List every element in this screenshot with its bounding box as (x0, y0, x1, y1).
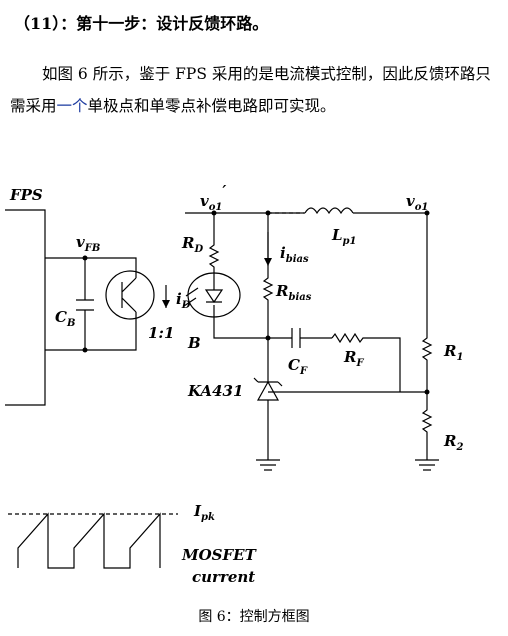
rbias-resistor (262, 213, 274, 382)
r2-label: R2 (443, 432, 463, 453)
body-paragraph: 如图 6 所示，鉴于 FPS 采用的是电流模式控制，因此反馈环路只需采用一个单极… (10, 58, 502, 122)
paragraph-text-2: 单极点和单零点补偿电路即可实现。 (87, 97, 336, 115)
fps-block (5, 209, 46, 406)
vo1-prime-label: vo1′ (200, 182, 226, 213)
rf-label: RF (343, 348, 364, 369)
ratio-label: 1:1 (148, 324, 174, 342)
paragraph-highlight: 一个 (56, 97, 88, 115)
cf-capacitor (268, 328, 332, 348)
ipk-label: Ipk (193, 502, 215, 523)
ka431-regulator (253, 377, 283, 401)
id-label: iD (176, 290, 191, 311)
mosfet-label: MOSFET (181, 546, 258, 564)
fps-label: FPS (9, 186, 43, 204)
rd-resistor (208, 213, 220, 273)
lp1-label: Lp1 (331, 226, 357, 247)
r1-label: R1 (443, 342, 463, 363)
ka431-label: KA431 (187, 382, 243, 400)
rf-resistor (331, 332, 401, 392)
figure-caption: 图 6：控制方框图 (198, 609, 310, 625)
phototransistor (105, 270, 155, 320)
sawtooth-waveform (17, 512, 161, 569)
r1-r2-divider (421, 213, 433, 460)
vo1-label: vo1 (406, 192, 428, 213)
b-label: B (187, 334, 201, 352)
ground-icon (256, 459, 280, 471)
ibias-label: ibias (280, 244, 309, 265)
rbias-label: Rbias (275, 282, 312, 303)
paragraph-text-1: 如图 6 所示，鉴于 FPS 采用的是电流模式控制，因此反馈环路只需采用 (10, 65, 491, 115)
section-heading: （11）：第十一步：设计反馈环路。 (14, 14, 269, 33)
cb-label: CB (55, 308, 75, 329)
vfb-label: vFB (76, 233, 100, 254)
lp1-inductor (304, 207, 354, 215)
rd-label: RD (181, 234, 203, 255)
cb-capacitor (76, 299, 94, 311)
current-label: current (192, 568, 255, 586)
cf-label: CF (288, 356, 308, 377)
ground-icon (415, 459, 439, 471)
